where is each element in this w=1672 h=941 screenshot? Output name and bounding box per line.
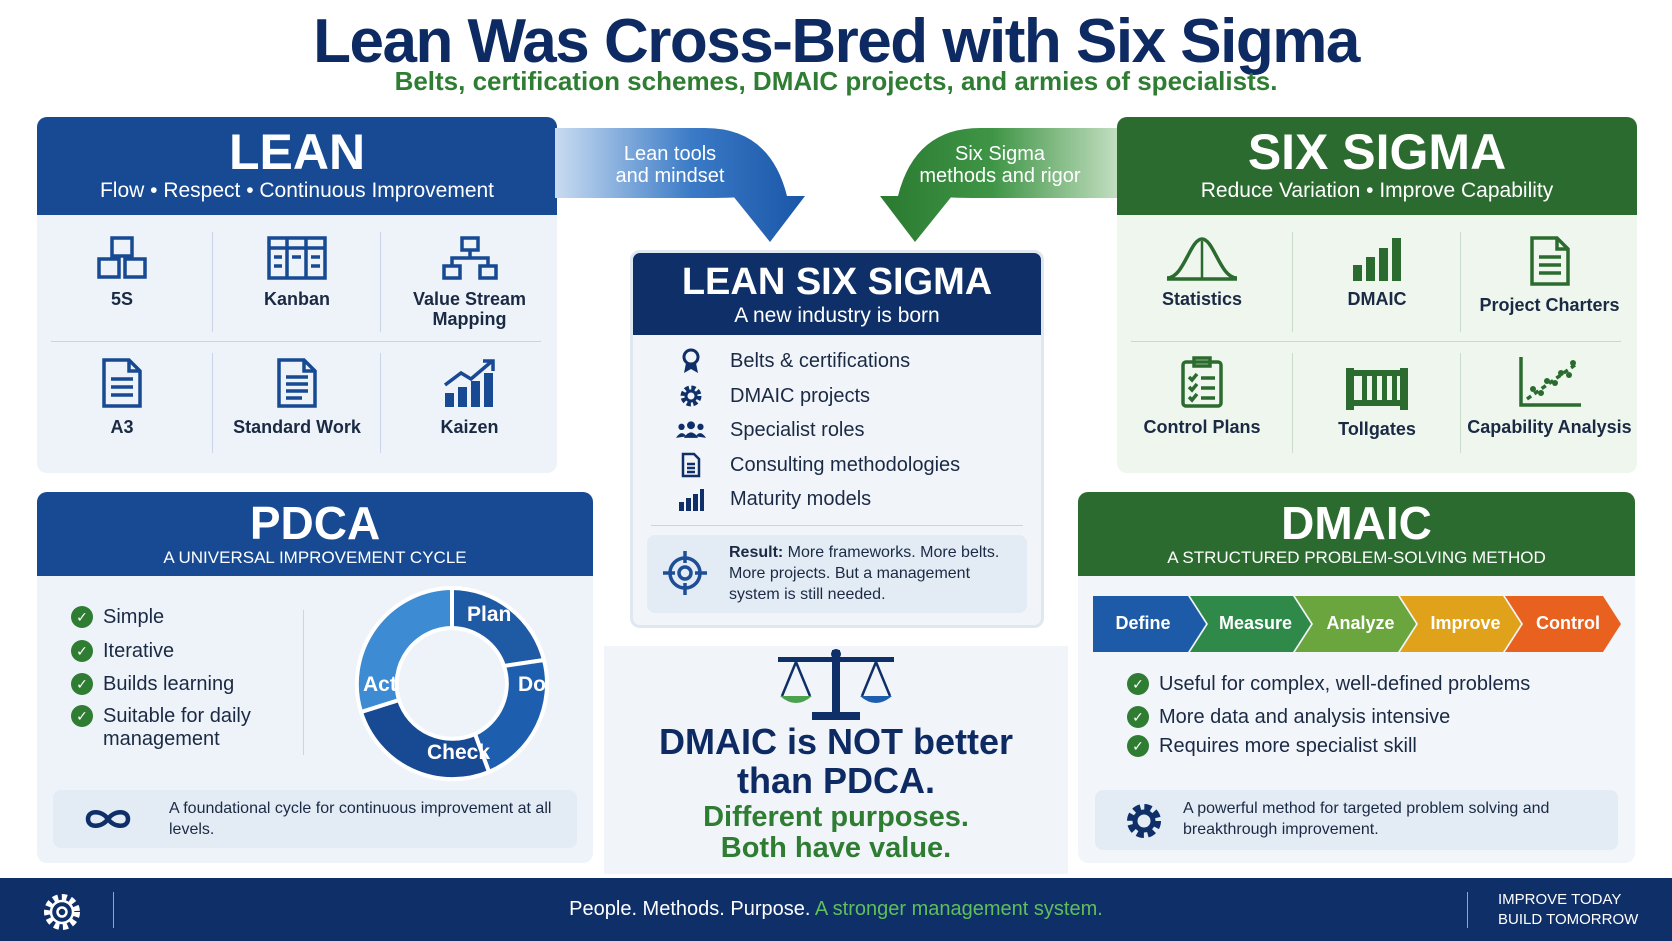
kanban-board-icon — [267, 236, 327, 280]
sigma-tool-statistics: Statistics — [1127, 235, 1277, 309]
pdca-cycle: Plan Do Check Act — [354, 585, 550, 782]
lean-subtitle: Flow • Respect • Continuous Improvement — [99, 179, 495, 202]
lss-item-maturity: Maturity models — [676, 486, 871, 512]
bell-curve-icon — [1166, 237, 1238, 281]
pdca-check-simple: ✓Simple — [71, 606, 164, 629]
lss-subtitle: A new industry is born — [734, 304, 940, 327]
sigma-tool-project-charters: Project Charters — [1467, 235, 1632, 315]
lean-tool-standard-work: Standard Work — [222, 357, 372, 437]
verdict-line-2: than PDCA. — [737, 760, 935, 801]
sigma-tool-capability-analysis: Capability Analysis — [1467, 355, 1632, 437]
verdict-line-3: Different purposes. — [703, 801, 969, 833]
lss-item-dmaic: DMAIC projects — [676, 383, 870, 409]
lean-header: LEAN Flow • Respect • Continuous Improve… — [37, 117, 557, 215]
lss-result-text: More frameworks. More belts. More projec… — [729, 544, 1000, 603]
document-icon — [1529, 236, 1570, 286]
dmaic-check-skill: ✓Requires more specialist skill — [1127, 735, 1417, 758]
six-sigma-title: SIX SIGMA — [1247, 124, 1507, 180]
pdca-note: A foundational cycle for continuous impr… — [53, 790, 577, 848]
footer-tagline: People. Methods. Purpose. A stronger man… — [569, 898, 1103, 920]
verdict-line-4: Both have value. — [720, 832, 952, 864]
dmaic-step-control: Control — [1536, 612, 1600, 633]
lss-title: LEAN SIX SIGMA — [681, 261, 993, 303]
lean-title: LEAN — [228, 124, 366, 180]
lean-tool-kaizen: Kaizen — [387, 357, 552, 437]
boxes-icon — [97, 236, 147, 279]
dmaic-step-analyze: Analyze — [1326, 612, 1395, 633]
dmaic-subtitle: A STRUCTURED PROBLEM-SOLVING METHOD — [1167, 548, 1546, 567]
infinity-icon — [85, 810, 131, 828]
flow-diagram-icon — [441, 236, 498, 280]
six-sigma-panel: SIX SIGMA Reduce Variation • Improve Cap… — [1117, 117, 1637, 473]
lss-result-label: Result: — [729, 544, 784, 561]
six-sigma-header: SIX SIGMA Reduce Variation • Improve Cap… — [1117, 117, 1637, 215]
footer: People. Methods. Purpose. A stronger man… — [0, 878, 1672, 941]
document-lines-icon — [277, 358, 317, 408]
verdict-line-1: DMAIC is NOT better — [658, 721, 1014, 762]
lean-tool-5s: 5S — [47, 235, 197, 309]
dmaic-title: DMAIC — [1281, 497, 1432, 549]
dmaic-steps — [1093, 596, 1621, 652]
growth-chart-icon — [443, 359, 495, 407]
bar-chart-icon — [679, 489, 704, 511]
pdca-header: PDCA A UNIVERSAL IMPROVEMENT CYCLE — [37, 492, 593, 576]
pdca-do: Do — [518, 673, 546, 696]
dmaic-header: DMAIC A STRUCTURED PROBLEM-SOLVING METHO… — [1078, 492, 1635, 576]
dmaic-step-improve: Improve — [1430, 612, 1501, 633]
sigma-tool-tollgates: Tollgates — [1302, 365, 1452, 439]
gear-icon — [680, 385, 702, 407]
gear-icon — [1127, 804, 1161, 838]
gear-icon — [44, 894, 80, 930]
pdca-check-daily: ✓Suitable for daily management — [71, 705, 271, 751]
document-icon — [102, 358, 142, 408]
bar-chart-icon — [1353, 238, 1401, 281]
pdca-panel: PDCA A UNIVERSAL IMPROVEMENT CYCLE ✓Simp… — [37, 492, 593, 863]
pdca-subtitle: A UNIVERSAL IMPROVEMENT CYCLE — [163, 548, 467, 567]
dmaic-check-complex: ✓Useful for complex, well-defined proble… — [1127, 673, 1530, 696]
lss-item-consulting: Consulting methodologies — [676, 452, 960, 478]
verdict-panel: DMAIC is NOT better than PDCA. Different… — [604, 646, 1068, 874]
six-sigma-subtitle: Reduce Variation • Improve Capability — [1200, 179, 1554, 202]
lss-panel: LEAN SIX SIGMA A new industry is born Be… — [630, 250, 1044, 628]
lean-tool-kanban: Kanban — [222, 235, 372, 309]
lean-panel: LEAN Flow • Respect • Continuous Improve… — [37, 117, 557, 473]
target-icon — [663, 551, 707, 595]
pdca-plan: Plan — [467, 603, 511, 626]
sigma-tool-control-plans: Control Plans — [1127, 355, 1277, 437]
document-icon — [681, 452, 701, 478]
award-ribbon-icon — [682, 348, 700, 373]
pdca-check: Check — [427, 741, 490, 764]
pdca-title: PDCA — [249, 497, 381, 549]
dmaic-step-define: Define — [1115, 612, 1171, 633]
page-title: Lean Was Cross-Bred with Six Sigma — [313, 7, 1360, 76]
lss-header: LEAN SIX SIGMA A new industry is born — [633, 253, 1041, 335]
lss-item-belts: Belts & certifications — [676, 348, 910, 374]
lss-result-box: Result: More frameworks. More belts. Mor… — [647, 535, 1027, 613]
people-group-icon — [676, 421, 706, 438]
lean-tool-a3: A3 — [47, 357, 197, 437]
page-subtitle: Belts, certification schemes, DMAIC proj… — [394, 66, 1278, 96]
dmaic-note: A powerful method for targeted problem s… — [1095, 790, 1618, 850]
lss-item-specialists: Specialist roles — [676, 417, 865, 443]
gate-icon — [1346, 368, 1408, 410]
pdca-check-iterative: ✓Iterative — [71, 640, 174, 663]
pdca-check-learning: ✓Builds learning — [71, 673, 234, 696]
sigma-tool-dmaic: DMAIC — [1302, 235, 1452, 309]
sigma-arrow — [880, 128, 1130, 242]
lean-tool-vsm: Value Stream Mapping — [387, 235, 552, 329]
lean-arrow — [555, 128, 805, 242]
scatter-trend-icon — [1518, 357, 1581, 407]
balance-scale-icon — [778, 649, 894, 720]
dmaic-step-measure: Measure — [1218, 612, 1293, 633]
pdca-act: Act — [363, 673, 397, 696]
dmaic-check-data: ✓More data and analysis intensive — [1127, 706, 1450, 729]
clipboard-check-icon — [1181, 356, 1223, 408]
